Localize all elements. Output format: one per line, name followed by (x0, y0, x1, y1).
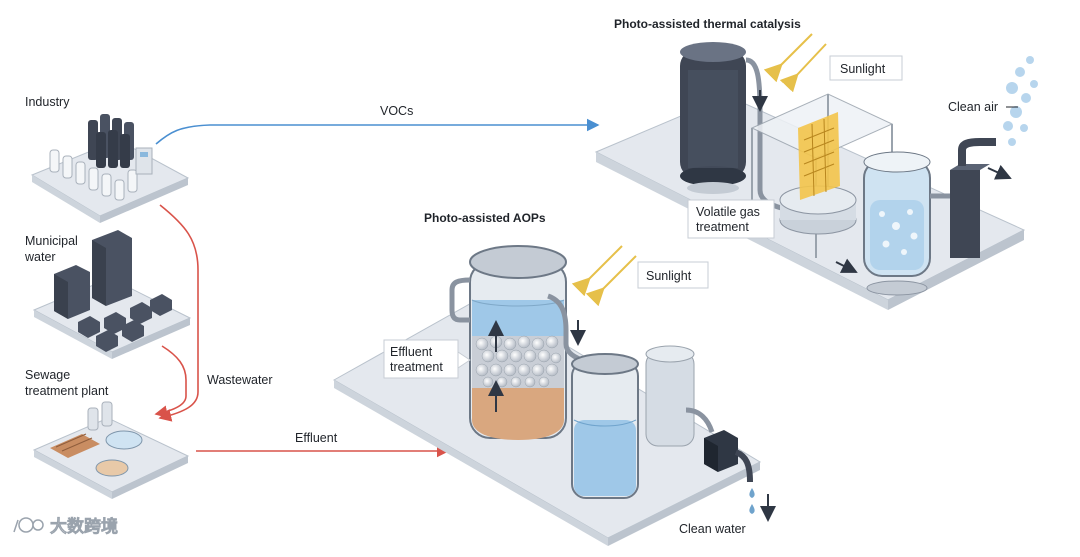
gas-flow-arrow (835, 258, 858, 273)
sunlight-arrows-mid-icon (571, 245, 637, 307)
effluent-treatment-line1: Effluent (390, 345, 433, 359)
wastewater-arrow (158, 204, 199, 422)
clean-air-bubbles-icon (1003, 56, 1038, 146)
settling-tanks-icon (50, 401, 143, 477)
watermark-logo-icon (13, 517, 44, 533)
effluent-treatment-callout: Effluent treatment (383, 339, 471, 379)
municipal-platform (32, 230, 192, 359)
sunlight-callout-top: Sunlight (822, 55, 903, 81)
clean-air-label: Clean air (948, 100, 998, 114)
water-droplets-icon (749, 488, 755, 514)
vocs-label: VOCs (380, 104, 413, 118)
effluent-treatment-line2: treatment (390, 360, 443, 374)
volatile-label-line2: treatment (696, 220, 749, 234)
effluent-label: Effluent (295, 431, 338, 445)
watermark-text: 大数跨境 (50, 516, 118, 537)
industry-silos-icon (88, 114, 134, 168)
sunlight-mid-label: Sunlight (646, 269, 692, 283)
sewage-platform (32, 401, 190, 499)
apartment-buildings-icon (54, 230, 132, 319)
clean-water-tank-icon (571, 353, 639, 499)
thermal-catalysis-title: Photo-assisted thermal catalysis (614, 17, 801, 31)
clean-water-label: Clean water (679, 522, 746, 536)
volatile-gas-callout: Volatile gas treatment (687, 199, 775, 239)
aops-title: Photo-assisted AOPs (424, 211, 546, 225)
pump-icon (704, 430, 753, 483)
aops-platform (332, 245, 776, 546)
catalyst-reactor-icon (779, 112, 857, 235)
wastewater-label: Wastewater (207, 373, 273, 387)
air-outlet-fan-icon (930, 138, 996, 258)
thermal-catalysis-platform (594, 42, 1038, 310)
houses-icon (78, 294, 172, 352)
adsorption-column-icon (680, 42, 791, 213)
industry-label: Industry (25, 95, 70, 109)
volatile-label-line1: Volatile gas (696, 205, 760, 219)
watermark: 大数跨境 (13, 516, 118, 537)
sunlight-callout-mid: Sunlight (630, 261, 709, 289)
industry-platform (30, 114, 190, 223)
sunlight-top-label: Sunlight (840, 62, 886, 76)
industry-tanks-icon (49, 147, 153, 201)
clean-air-outflow-arrow (987, 164, 1012, 180)
clean-gas-tank-icon (863, 151, 931, 296)
photocatalytic-reactor-icon (449, 245, 589, 440)
municipal-to-sewage-arrow (154, 345, 187, 419)
sunlight-arrows-top-icon (763, 33, 827, 93)
municipal-label-line2: water (24, 250, 56, 264)
vocs-arrow (155, 118, 600, 145)
storage-tank-icon (645, 345, 715, 447)
municipal-label-line1: Municipal (25, 234, 78, 248)
sewage-label-line2: treatment plant (25, 384, 109, 398)
sewage-label-line1: Sewage (25, 368, 70, 382)
